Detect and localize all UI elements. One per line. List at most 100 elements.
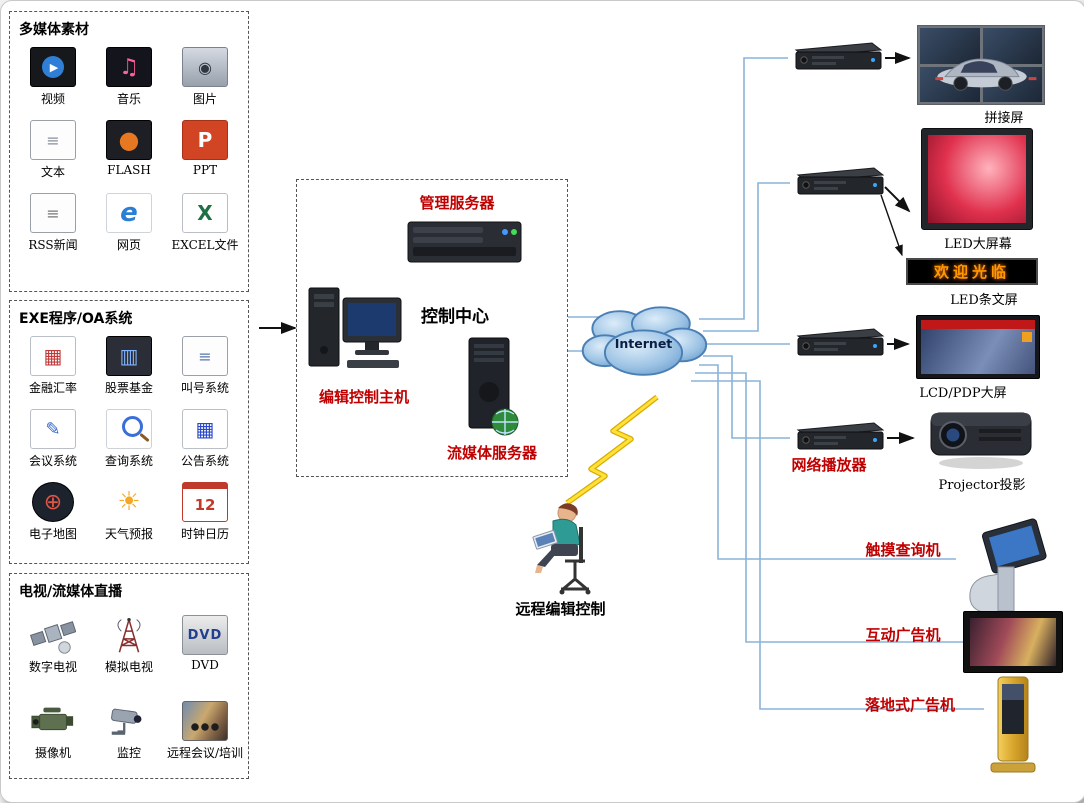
wire-cloud-to-player-2 — [703, 182, 790, 332]
lightning-bolt — [565, 394, 659, 506]
wire-cloud-to-player-4 — [703, 355, 790, 439]
material-label: RSS新闻 — [28, 238, 78, 252]
material-label: 数字电视 — [28, 660, 77, 674]
wire-cloud-to-player-1 — [699, 57, 788, 320]
edit-host-illustration — [307, 280, 407, 384]
edit-host-label: 编辑控制主机 — [318, 388, 409, 406]
material-label: 电子地图 — [28, 527, 77, 541]
arrow-player2-to-strip — [880, 194, 903, 257]
material-label: PPT — [192, 163, 218, 177]
lcd-logo — [1022, 332, 1032, 342]
control-center-title: 控制中心 — [421, 307, 489, 327]
search-icon — [106, 409, 152, 449]
material-item: 监控 — [91, 701, 167, 761]
projector-illustration — [921, 399, 1041, 471]
lightning-bolt-core — [566, 395, 658, 505]
stock-icon: ▥ — [106, 336, 152, 376]
network-player-3 — [790, 327, 886, 361]
material-item: e 网页 — [91, 193, 167, 253]
camcorder-icon — [29, 701, 76, 741]
material-label: FLASH — [107, 163, 151, 177]
led-screen-label: LED大屏幕 — [944, 237, 1012, 252]
video-wall-tile — [982, 28, 1042, 64]
material-item: ▦公告系统 — [167, 409, 243, 469]
material-item: ▥ 股票基金 — [91, 336, 167, 396]
material-label: 远程会议/培训 — [166, 746, 243, 760]
material-label: 公告系统 — [180, 454, 229, 468]
material-label: 叫号系统 — [180, 381, 229, 395]
material-item: ≡叫号系统 — [167, 336, 243, 396]
weather-icon: ☀ — [106, 482, 152, 522]
floor-ad-label: 落地式广告机 — [864, 696, 955, 714]
flash-icon: ● — [106, 120, 152, 160]
antenna-tower-icon — [105, 615, 152, 655]
network-player-1 — [788, 41, 884, 75]
material-item: ● FLASH — [91, 120, 167, 180]
rss-news-icon: ≡ — [30, 193, 76, 233]
excel-icon: X — [182, 193, 228, 233]
material-item: 模拟电视 — [91, 615, 167, 675]
material-label: 天气预报 — [104, 527, 153, 541]
internet-label: Internet — [615, 336, 673, 351]
material-label: 监控 — [116, 746, 141, 760]
panel-title-exe: EXE程序/OA系统 — [19, 311, 133, 327]
webpage-icon: e — [106, 193, 152, 233]
material-item: ⊕电子地图 — [15, 482, 91, 542]
video-wall-tile — [920, 28, 980, 64]
clock-calendar-icon: 12 — [182, 482, 228, 522]
network-player-label: 网络播放器 — [791, 456, 867, 474]
material-label: 图片 — [192, 92, 217, 106]
material-label: 文本 — [40, 165, 65, 179]
touch-kiosk-label: 触摸查询机 — [865, 541, 941, 559]
music-icon: ♫ — [106, 47, 152, 87]
interactive-ad-illustration — [963, 611, 1063, 673]
car-image — [935, 58, 1037, 91]
material-label: 音乐 — [116, 92, 141, 106]
material-item: ◉ 图片 — [167, 47, 243, 107]
led-strip-illustration: 欢迎光临 — [906, 258, 1038, 285]
picture-icon: ◉ — [182, 47, 228, 87]
exe-grid: ▦金融汇率 ▥ 股票基金 ≡叫号系统 ✎ 会议系统查询系统▦公告系统 ⊕电子地图 ☀ 天气预报 1… — [10, 328, 248, 546]
video-wall-illustration — [917, 25, 1045, 105]
material-label: 金融汇率 — [28, 381, 77, 395]
material-item: ☀ 天气预报 — [91, 482, 167, 542]
material-item: 远程会议/培训 — [167, 701, 243, 761]
interactive-ad-image — [970, 618, 1056, 666]
material-label: 股票基金 — [104, 381, 153, 395]
touch-kiosk-illustration — [954, 515, 1051, 617]
material-item: ✎ 会议系统 — [15, 409, 91, 469]
lcd-banner — [921, 320, 1035, 329]
conference-icon: ✎ — [30, 409, 76, 449]
material-label: 视频 — [40, 92, 65, 106]
management-server-illustration — [407, 218, 522, 270]
network-player-4 — [790, 421, 886, 455]
streaming-server-label: 流媒体服务器 — [446, 444, 537, 462]
material-label: 会议系统 — [28, 454, 77, 468]
panel-title-tv: 电视/流媒体直播 — [19, 584, 123, 600]
streaming-server-illustration — [463, 336, 521, 444]
internet-cloud: Internet — [576, 294, 711, 392]
lcd-image — [921, 320, 1035, 374]
panel-title-multimedia: 多媒体素材 — [19, 22, 89, 38]
floor-ad-illustration — [983, 675, 1043, 777]
material-label: 网页 — [116, 238, 141, 252]
material-item: ≡文本 — [15, 120, 91, 180]
material-item: 摄像机 — [15, 701, 91, 761]
panel-exe-oa-system: EXE程序/OA系统 ▦金融汇率 ▥ 股票基金 ≡叫号系统 ✎ 会议系统查询系统▦公告系统… — [9, 300, 249, 564]
remote-edit-label: 远程编辑控制 — [515, 600, 606, 618]
material-item: ♫ 音乐 — [91, 47, 167, 107]
cctv-icon — [105, 701, 152, 741]
material-item: 查询系统 — [91, 409, 167, 469]
material-item: ▦金融汇率 — [15, 336, 91, 396]
video-icon: ▶ — [30, 47, 76, 87]
management-server-label: 管理服务器 — [419, 194, 495, 212]
ppt-icon: P — [182, 120, 228, 160]
